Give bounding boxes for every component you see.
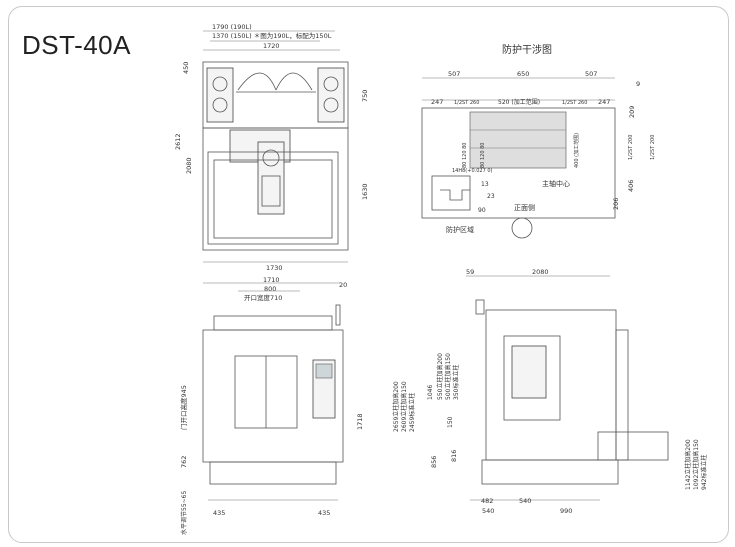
right-magazine [317, 67, 345, 123]
dim-150: 150 [447, 416, 454, 428]
right-motor-lower [323, 97, 339, 113]
model-title: DST-40A [22, 30, 131, 60]
coolant-tank [597, 431, 669, 461]
front-view: 1710 20 800 开口宽度710 435 435 门开口高度945 171… [179, 276, 364, 535]
door-swing-arcs [237, 72, 313, 91]
label-r-a: 1142立柱加高200 [684, 439, 692, 490]
dim-1630: 1630 [361, 183, 369, 200]
label-col-f: 350标准立柱 [452, 365, 460, 400]
control-screen [315, 363, 333, 379]
interference-title: 防护干涉图 [502, 43, 552, 56]
label-col-e: 500立柱加高150 [444, 353, 452, 400]
dim-650: 650 [517, 70, 529, 78]
signal-lamp [335, 304, 341, 326]
dim-507-right: 507 [585, 70, 597, 78]
front-base [209, 461, 337, 485]
label-400-range: 400 (加工范围) [573, 133, 580, 168]
spindle-column [511, 345, 547, 399]
interference-diagram: 防护干涉图 507 650 507 9 247 1/2ST 260 520 (加… [421, 43, 656, 239]
dim-1370: 1370 (150L) ＊图为190L，标配为150L [212, 31, 332, 40]
spindle-symbol [511, 217, 533, 239]
dim-540-a: 540 [519, 497, 531, 505]
dim-406: 406 [627, 180, 635, 192]
dim-2080: 2080 [185, 157, 193, 174]
dim-23: 23 [487, 193, 495, 200]
side-lamp [475, 299, 485, 315]
dim-13: 13 [481, 181, 489, 188]
dim-435-left: 435 [213, 509, 225, 517]
dim-1790: 1790 (190L) [212, 23, 252, 31]
label-r-c: 942标准立柱 [700, 455, 708, 490]
left-magazine [206, 67, 234, 123]
dim-247-left: 247 [431, 98, 443, 106]
label-front-side: 正面侧 [514, 203, 535, 212]
dim-750: 750 [361, 90, 369, 102]
label-90: 90 [478, 207, 486, 214]
dim-2612: 2612 [174, 133, 182, 150]
label-r-b: 1092立柱加高150 [692, 439, 700, 490]
dim-816: 816 [450, 450, 458, 462]
dim-209: 209 [628, 106, 636, 118]
dim-1046: 1046 [427, 385, 434, 400]
dim-1718: 1718 [356, 413, 364, 430]
dim-1730: 1730 [266, 264, 283, 272]
spindle-body [261, 175, 281, 207]
label-opening-width: 开口宽度710 [244, 293, 282, 302]
top-view: 1790 (190L) 1370 (150L) ＊图为190L，标配为150L … [174, 23, 369, 272]
drawing-sheet [8, 6, 729, 543]
spindle-circle [262, 149, 280, 167]
worktable-hatch [469, 111, 567, 169]
side-body [485, 309, 617, 461]
base-outline [202, 127, 349, 251]
right-motor-upper [323, 76, 339, 92]
label-opening-height: 门开口高度945 [179, 385, 188, 430]
dim-507-left: 507 [448, 70, 460, 78]
label-spindle-center: 主轴中心 [542, 179, 570, 188]
dim-540-b: 540 [482, 507, 494, 515]
table-area [213, 159, 333, 239]
front-top-cover [213, 315, 333, 331]
dim-800: 800 [264, 285, 276, 293]
label-2st260-left: 1/2ST 260 [454, 100, 479, 106]
side-back-panel [615, 329, 629, 461]
dim-59: 59 [466, 268, 474, 276]
left-motor-lower [212, 97, 228, 113]
label-80-120-left: 80 120 80 [462, 143, 468, 168]
label-2st200-b: 1/2ST 200 [650, 135, 656, 160]
dim-247-right: 247 [598, 98, 610, 106]
left-motor-upper [212, 76, 228, 92]
dim-762: 762 [180, 456, 188, 468]
dim-435-right: 435 [318, 509, 330, 517]
dim-2080-side: 2080 [532, 268, 549, 276]
dim-990: 990 [560, 507, 572, 515]
t-slot-detail [431, 175, 471, 211]
dim-856: 856 [430, 456, 438, 468]
dim-1710: 1710 [263, 276, 280, 284]
label-leveling: 水平调节55~65 [180, 491, 188, 535]
dim-206: 206 [612, 198, 620, 210]
dim-9: 9 [636, 80, 640, 88]
label-2st260-right: 1/2ST 260 [562, 100, 587, 106]
dim-20: 20 [339, 281, 347, 289]
guard-area [207, 151, 339, 245]
dim-450: 450 [182, 62, 190, 74]
side-view: 59 2080 482 540 540 990 2659立柱加高200 2609… [392, 268, 708, 515]
label-2st200-a: 1/2ST 200 [628, 135, 634, 160]
label-col-a: 2659立柱加高200 [392, 381, 400, 432]
label-col-c: 2459标准立柱 [408, 393, 416, 432]
side-base [481, 459, 619, 485]
label-80-120-mid: 80 120 80 [480, 143, 486, 168]
t-slot-profile [440, 189, 470, 201]
label-guard-zone: 防护区域 [446, 225, 474, 234]
label-14h8: 14H8(+0.027 0) [452, 168, 493, 174]
label-520: 520 (加工范围) [498, 98, 540, 106]
dim-482: 482 [481, 497, 493, 505]
dim-1720: 1720 [263, 42, 280, 50]
label-col-b: 2609立柱加高150 [400, 381, 408, 432]
label-col-d: 550立柱加高200 [436, 353, 444, 400]
side-magazine [503, 335, 561, 421]
guard-outline [421, 107, 616, 219]
